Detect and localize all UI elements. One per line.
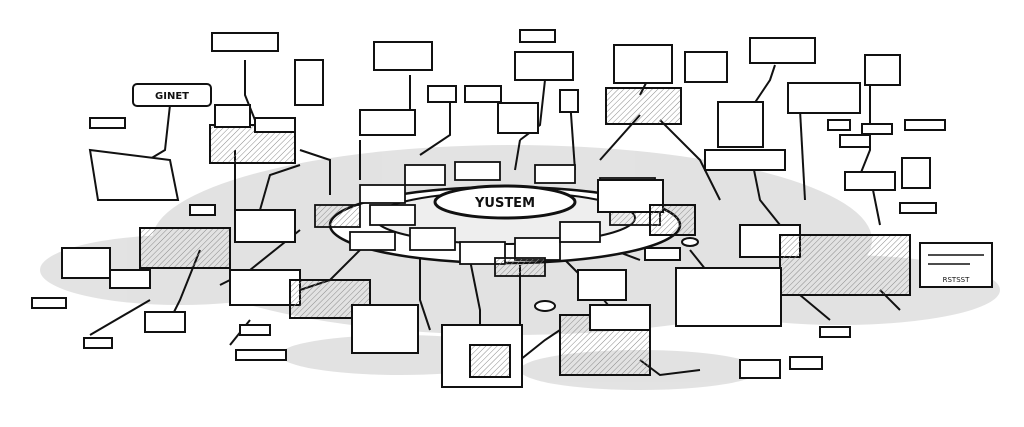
bottom-right-tag[interactable]: RSTSST bbox=[919, 242, 993, 288]
top-devices bbox=[211, 29, 901, 114]
bottom-right-tag-label: RSTSST bbox=[943, 276, 970, 284]
top-left-tag-label: GINET bbox=[155, 91, 189, 102]
top-left-tag[interactable]: GINET bbox=[132, 83, 212, 107]
bottom-devices bbox=[441, 237, 699, 388]
right-devices bbox=[559, 87, 946, 379]
left-devices bbox=[31, 102, 539, 361]
hub-label: YUSTEM bbox=[474, 196, 535, 211]
